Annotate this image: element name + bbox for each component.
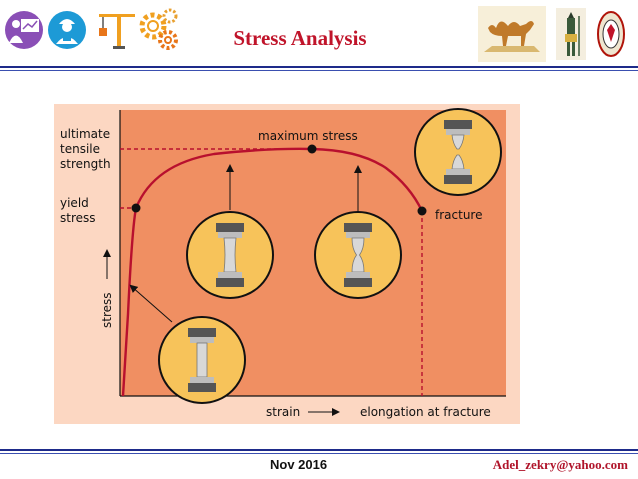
header-divider [0,66,638,68]
max-stress-label: maximum stress [258,129,358,143]
specimen-fractured [414,108,502,196]
specimen-necking [314,211,402,299]
footer-email: Adel_zekry@yahoo.com [492,457,628,472]
page-title: Stress Analysis [233,26,367,50]
stress-strain-curve [121,147,424,397]
engineer-icon [48,11,86,49]
shield-logo [597,11,625,57]
uts-label-line3: strength [60,157,111,171]
fracture-point [417,206,427,216]
footer-divider-thin [0,453,638,454]
header-divider-thin [0,70,638,71]
pharaoh-logo [556,8,586,60]
yield-label-line2: stress [60,211,96,225]
specimen-uniform-elongation [186,211,274,299]
camel-logo [478,6,546,62]
max-stress-point [307,144,317,154]
arrow-elastic [129,284,173,323]
crane-icon [99,14,135,49]
teacher-icon [5,11,43,49]
uts-label-line2: tensile [60,142,100,156]
gears-icon [139,8,178,50]
stress-strain-diagram: ultimate tensile strength yield stress m… [54,104,520,424]
footer-date: Nov 2016 [270,457,328,472]
yield-label-line1: yield [60,196,89,210]
strain-axis-label: strain [266,405,300,419]
elongation-label: elongation at fracture [360,405,491,419]
uts-label-line1: ultimate [60,127,110,141]
fracture-label: fracture [435,208,482,222]
footer-divider [0,449,638,451]
specimen-elastic [158,316,246,404]
stress-axis-label: stress [100,292,114,328]
yield-point [131,203,141,213]
